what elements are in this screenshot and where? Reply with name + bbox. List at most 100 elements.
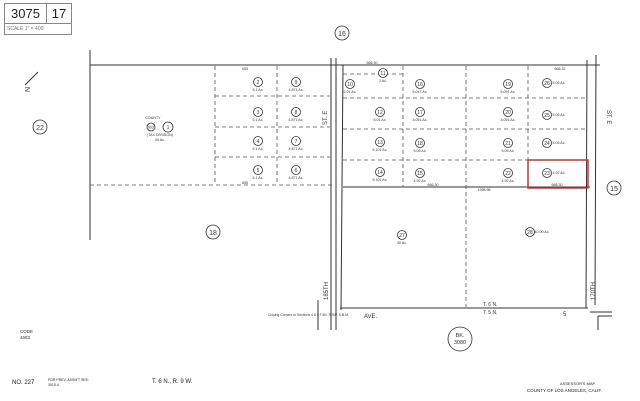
prev-assessment-ref: 3015-4 — [48, 383, 59, 387]
parcel-number: 19 — [505, 82, 511, 88]
svg-text:22: 22 — [36, 125, 44, 132]
dim-top-right: 666.30 — [367, 61, 378, 65]
parcel-number: 25 — [544, 113, 550, 119]
parcel-17[interactable]: 175.051 Ac. — [413, 107, 428, 123]
parcel-number-circle — [291, 107, 301, 117]
parcel-number: 27 — [399, 233, 405, 239]
township-range: T. 6 N., R. 9 W. — [152, 379, 193, 385]
parcel-number-circle — [525, 227, 535, 237]
parcel-20[interactable]: 20 5.051 Ac. — [501, 107, 516, 123]
parcel-number-circle — [253, 107, 263, 117]
parcel-number: 18 — [417, 141, 423, 147]
book-3080-link[interactable]: BK. 3080 — [447, 326, 473, 352]
parcel-number-circle — [503, 79, 513, 89]
parcel-number-circle — [542, 138, 552, 148]
parcel-area: 4.92 Ac. — [502, 179, 515, 183]
parcel-number: 20 — [505, 110, 511, 116]
page-number: 17 — [46, 4, 71, 23]
parcel-8[interactable]: 84.871 Ac. — [289, 107, 304, 123]
parcel-number-circle — [503, 138, 513, 148]
parcel-area: 4.871 Ac. — [289, 147, 304, 151]
road-line — [340, 64, 344, 311]
parcel-number-circle — [291, 77, 301, 87]
neighbor-15[interactable]: 15 — [606, 180, 622, 196]
parcel-number-circle — [415, 138, 425, 148]
svg-text:40 Ac.: 40 Ac. — [155, 138, 165, 142]
parcel-14[interactable]: 145.101 Ac. — [373, 167, 388, 183]
parcel-area: 4.871 Ac. — [289, 88, 304, 92]
parcel-area: 5.1 Ac. — [253, 176, 264, 180]
parcel-16[interactable]: 165.047 Ac. — [413, 79, 428, 95]
parcel-number-circle — [503, 168, 513, 178]
closing-corners-note: Closing Corners to Sections 4 & 5 T.5N. … — [268, 313, 349, 317]
parcel-15[interactable]: 15 4.92 Ac. — [414, 168, 427, 184]
parcel-number-circle — [397, 230, 407, 240]
parcel-21[interactable]: 215.05 Ac. — [502, 138, 515, 154]
parcel-5[interactable]: 5 5.1 Ac. — [253, 165, 264, 181]
parcel-number-circle — [375, 167, 385, 177]
parcel-7[interactable]: 74.871 Ac. — [289, 136, 304, 152]
parcel-number-circle — [415, 79, 425, 89]
parcel-number-circle — [253, 136, 263, 146]
county-parcel[interactable]: COUNTY 903 1 (TAX DIVISION) 40 Ac. — [145, 116, 174, 142]
section-number: 5 — [563, 312, 567, 318]
parcel-2[interactable]: 25.1 Ac. — [253, 77, 264, 93]
map-title: ASSESSOR'S MAP — [560, 381, 596, 386]
dim-bottom-long: 1998.96 — [478, 188, 491, 192]
county-name: COUNTY OF LOS ANGELES, CALIF. — [527, 388, 602, 393]
parcel-27[interactable]: 27 40 Ac. — [397, 230, 407, 246]
street-st-e: ST. E — [323, 111, 329, 125]
parcel-number: 5 — [257, 168, 260, 174]
parcel-9[interactable]: 9 4.871 Ac. — [289, 77, 304, 93]
svg-text:1: 1 — [167, 125, 170, 131]
neighbor-16[interactable]: 16 — [334, 25, 350, 41]
parcel-area: 4.92 Ac. — [414, 179, 427, 183]
parcel-number-circle — [345, 79, 355, 89]
neighbor-22[interactable]: 22 — [32, 119, 48, 135]
parcel-number-circle — [415, 168, 425, 178]
road-line — [585, 59, 588, 309]
svg-text:15: 15 — [610, 186, 618, 193]
parcel-number-circle — [503, 107, 513, 117]
street-st-e-right: ST. E — [605, 110, 611, 124]
parcel-area: 5.05 Ac. — [553, 141, 566, 145]
neighbor-18[interactable]: 18 — [205, 224, 221, 240]
parcel-area: 40 Ac. — [397, 241, 407, 245]
parcel-18[interactable]: 185.05 Ac. — [414, 138, 427, 154]
parcel-number: 15 — [417, 171, 423, 177]
north-arrow-icon — [24, 71, 39, 86]
parcel-number: 14 — [377, 170, 383, 176]
dim-bottom-mid: 666.30 — [428, 183, 439, 187]
parcel-number-circle — [542, 168, 552, 178]
parcel-number-circle — [291, 136, 301, 146]
parcel-number: 13 — [377, 140, 383, 146]
parcel-13[interactable]: 135.101 Ac. — [373, 137, 388, 153]
parcel-number: 9 — [295, 80, 298, 86]
selected-parcel-highlight[interactable] — [527, 159, 589, 189]
parcel-4[interactable]: 45.1 Ac. — [253, 136, 264, 152]
parcel-number: 16 — [417, 82, 423, 88]
parcel-area: 4.871 Ac. — [289, 176, 304, 180]
parcel-10[interactable]: 102.01 Ac. — [344, 79, 357, 95]
parcel-number: 22 — [505, 171, 511, 177]
parcel-12[interactable]: 125.01 Ac. — [374, 107, 387, 123]
parcel-number-circle — [378, 68, 388, 78]
parcel-22[interactable]: 22 4.92 Ac. — [502, 168, 515, 184]
parcel-6[interactable]: 6 4.871 Ac. — [289, 165, 304, 181]
parcel-number-circle — [253, 77, 263, 87]
parcel-area: 2.01 Ac. — [344, 90, 357, 94]
parcel-19[interactable]: 195.051 Ac. — [501, 79, 516, 95]
parcel-3[interactable]: 35.1 Ac. — [253, 107, 264, 123]
parcel-number: 6 — [295, 168, 298, 174]
parcel-area: 5.051 Ac. — [501, 118, 516, 122]
svg-text:(TAX DIVISION): (TAX DIVISION) — [147, 133, 173, 137]
parcel-11[interactable]: 112 Ac. — [378, 68, 388, 84]
parcel-area: 5.1 Ac. — [253, 118, 264, 122]
parcel-number: 12 — [377, 110, 383, 116]
